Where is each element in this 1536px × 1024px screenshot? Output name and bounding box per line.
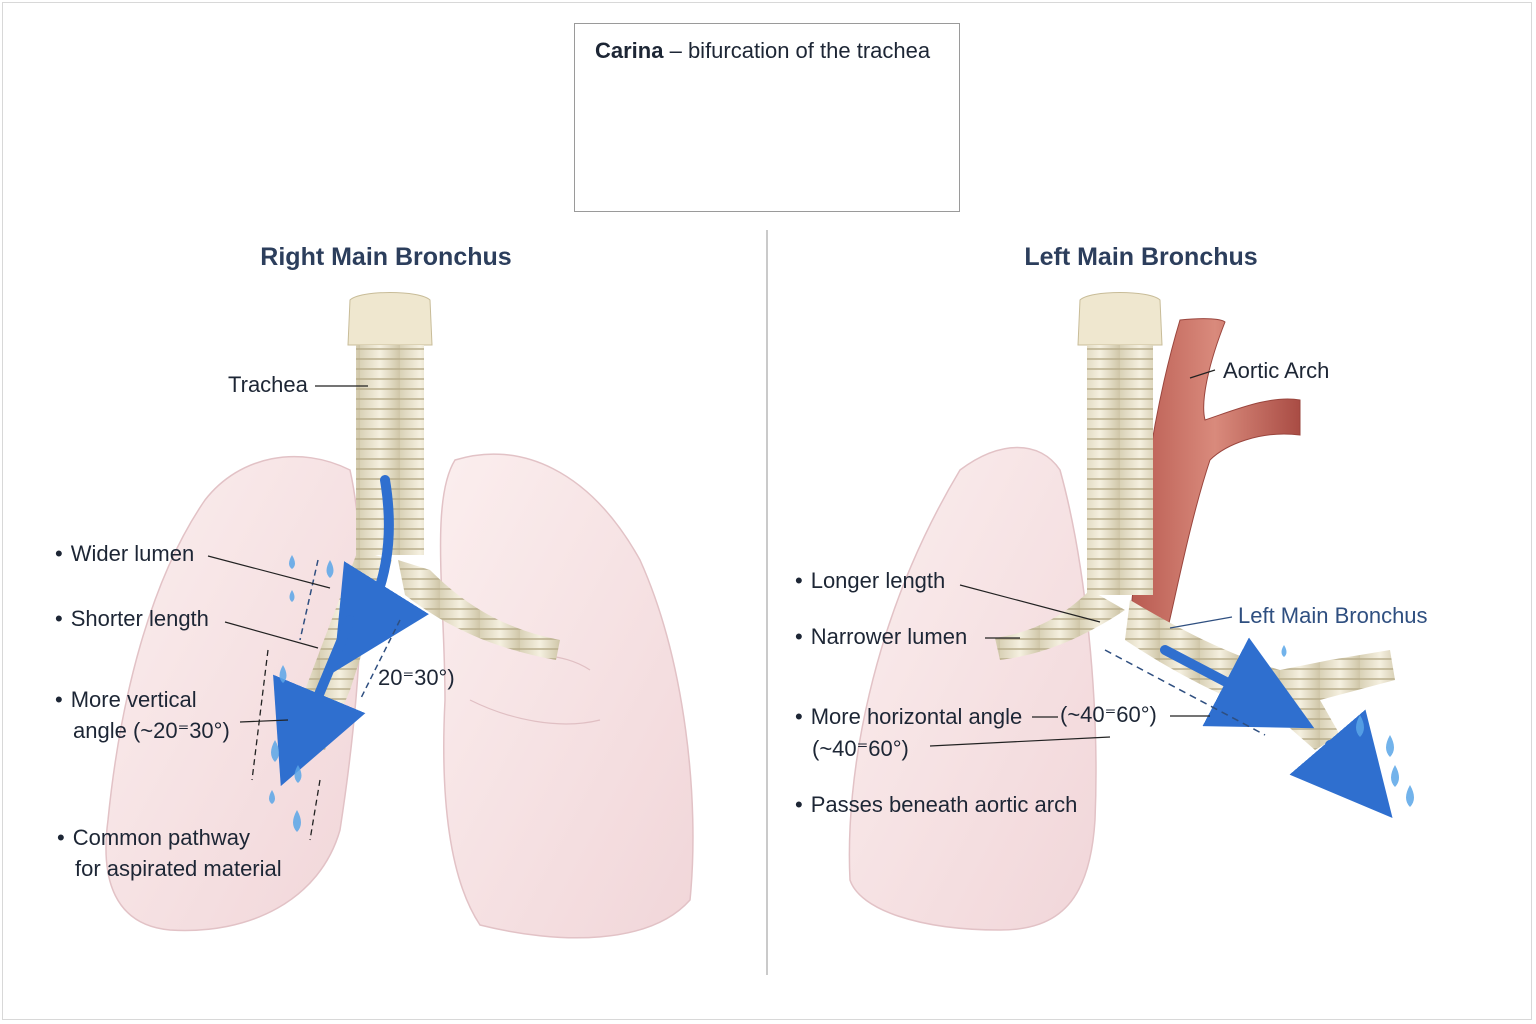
longer-length-label: Longer length xyxy=(795,568,946,594)
carina-description: – bifurcation of the trachea xyxy=(663,38,931,63)
carina-caption: Carina – bifurcation of the trachea xyxy=(595,38,930,64)
narrower-lumen-label: Narrower lumen xyxy=(795,624,968,650)
carina-inset xyxy=(574,23,960,212)
left-bronchus-title: Left Main Bronchus xyxy=(1024,243,1258,271)
aortic-arch-label: Aortic Arch xyxy=(1223,358,1330,383)
left-main-bronchus-label: Left Main Bronchus xyxy=(1238,603,1428,628)
right-bronchus-title: Right Main Bronchus xyxy=(260,243,512,271)
vertical-angle-label: More vertical xyxy=(55,687,197,713)
wider-lumen-label: Wider lumen xyxy=(55,541,194,567)
horizontal-angle-value: (~40⁼60°) xyxy=(812,736,909,761)
shorter-length-label: Shorter length xyxy=(55,606,209,632)
aortic-arch-passage-label: Passes beneath aortic arch xyxy=(795,792,1078,818)
right-lung-illustration xyxy=(105,292,694,939)
carina-term: Carina xyxy=(595,38,664,63)
trachea-label: Trachea xyxy=(228,372,308,397)
aspiration-label: Common pathway xyxy=(57,825,250,851)
vertical-angle-value: angle (~20⁼30°) xyxy=(73,718,230,743)
right-angle-marker: 20⁼30°) xyxy=(378,665,455,690)
horizontal-angle-label: More horizontal angle xyxy=(795,704,1023,730)
aspiration-label-cont: for aspirated material xyxy=(75,856,282,881)
horizontal-angle-marker: (~40⁼60°) xyxy=(1060,702,1157,727)
